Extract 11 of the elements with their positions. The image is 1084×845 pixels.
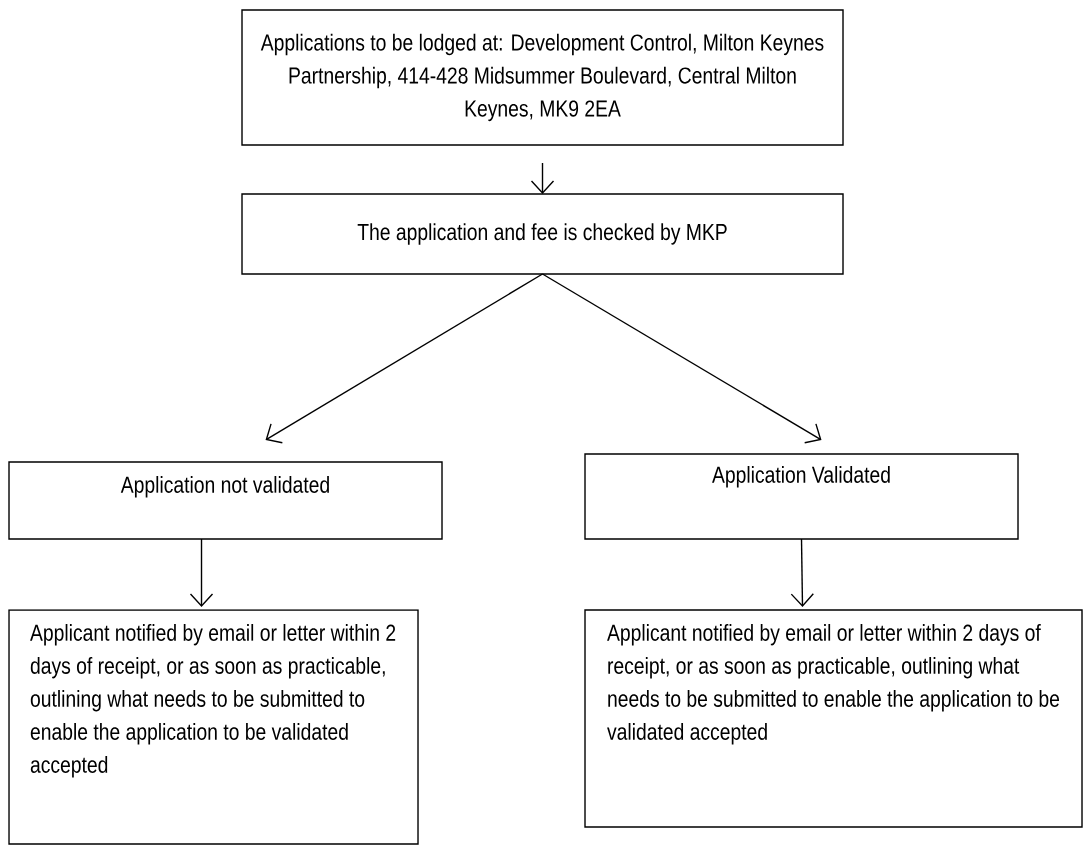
- process-box: Applicant notified by email or letter within 2 days of receipt, or as soon as practicable, outlining what needs to be submitted to enable the application to be validated accepted: [8, 609, 419, 845]
- arrow: [541, 273, 822, 444]
- arrow: [189, 538, 214, 607]
- arrow: [265, 273, 544, 444]
- process-box: Application not validated: [8, 461, 443, 540]
- arrow: [790, 538, 814, 607]
- process-box: Application Validated: [584, 453, 1019, 540]
- process-box: Applicant notified by email or letter within 2 days of receipt, or as soon as practicable, outlining what needs to be submitted to enable the application to be validated accepted: [584, 609, 1083, 828]
- process-box: Applications to be lodged at: Development Control, Milton Keynes Partnership, 414-428 Midsummer Boulevard, Central Milton Keynes, MK9 2EA: [241, 9, 844, 146]
- process-box: The application and fee is checked by MKP: [241, 193, 844, 275]
- arrow: [530, 162, 555, 194]
